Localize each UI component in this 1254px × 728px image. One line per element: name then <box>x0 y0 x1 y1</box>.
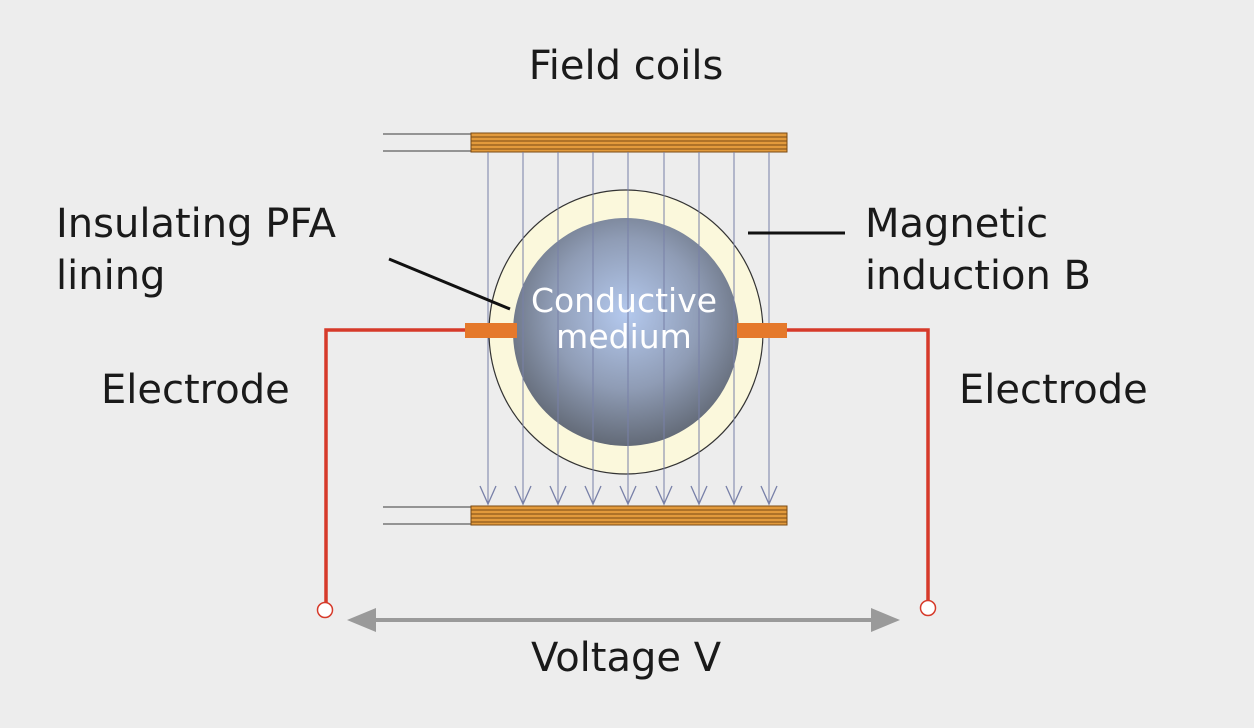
insulating-leader-line <box>388 257 511 311</box>
field-arrowhead <box>549 485 567 506</box>
field-arrowhead <box>584 485 602 506</box>
field-arrowhead <box>690 485 708 506</box>
medium-label-line2: medium <box>556 317 692 356</box>
medium-label-line1: Conductive <box>530 281 718 320</box>
electrode-right-label: Electrode <box>959 367 1148 413</box>
insulating-label-line1: Insulating PFA <box>56 201 337 247</box>
electrode-left-label: Electrode <box>101 367 290 413</box>
field-arrowhead <box>655 485 673 506</box>
insulating-label-line2: lining <box>56 253 166 299</box>
bottom-field-coil <box>383 505 788 526</box>
electrode-left <box>465 323 517 338</box>
top-field-coil <box>383 132 788 153</box>
wire-left <box>324 328 465 603</box>
wire-right <box>787 328 930 601</box>
voltage-label: Voltage V <box>530 635 722 681</box>
magnetic-induction-label: Magnetic induction B <box>865 198 1091 302</box>
magnetic-label-line1: Magnetic <box>865 201 1049 247</box>
field-arrowhead <box>514 485 532 506</box>
voltage-arrow <box>347 608 900 632</box>
insulating-lining-label: Insulating PFA lining <box>56 198 336 302</box>
terminal-left <box>316 601 334 619</box>
field-arrowhead <box>725 485 743 506</box>
terminal-right <box>919 599 937 617</box>
field-arrowhead <box>479 485 497 506</box>
field-coils-label: Field coils <box>528 43 724 89</box>
magnetic-label-line2: induction B <box>865 253 1091 299</box>
conductive-medium-label: Conductive medium <box>531 283 717 355</box>
conductive-medium <box>513 218 739 446</box>
field-arrowhead <box>619 485 637 506</box>
field-arrowhead <box>760 485 778 506</box>
electrode-right <box>737 323 787 338</box>
